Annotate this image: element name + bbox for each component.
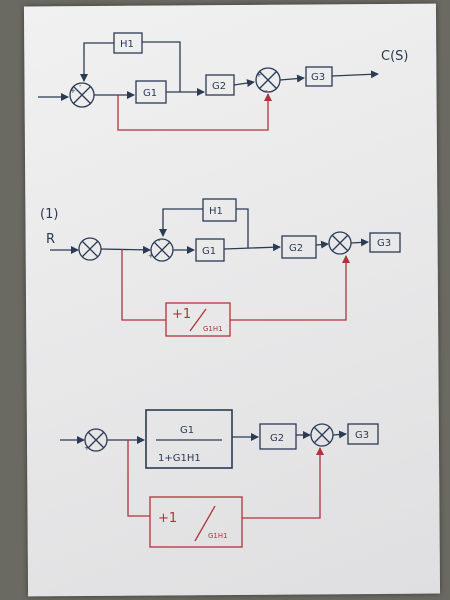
d1-output-label: C(S) (381, 49, 408, 64)
d2-label-g3: G3 (377, 238, 391, 249)
d2-feedforward-denominator: G1H1 (203, 325, 223, 333)
d2-summing-junction-3 (328, 231, 352, 255)
d1-sign-plus-2: + (256, 71, 262, 79)
d2-red-branch (121, 249, 166, 321)
d3-combined-block (145, 409, 233, 469)
d2-input-label: R (46, 232, 55, 247)
d3-block-g2 (259, 423, 297, 450)
d1-sign-minus-1: - (79, 82, 82, 90)
d3-combined-denominator: 1+G1H1 (158, 453, 201, 464)
d1-label-g3: G3 (311, 72, 325, 83)
d1-sign-minus-2: - (265, 87, 268, 95)
d2-block-g3 (369, 232, 401, 253)
d1-label-g1: G1 (143, 88, 157, 99)
d3-combined-numerator: G1 (180, 425, 194, 436)
d2-block-g2 (281, 235, 317, 259)
d2-label-g1: G1 (202, 246, 216, 257)
d1-red-loop (117, 93, 272, 131)
d1-output-arrow (331, 70, 379, 79)
d1-label-g2: G2 (212, 81, 226, 92)
diagram-1: H1 G1 G2 G3 + - + - C(S) (38, 32, 408, 131)
d1-sign-plus-1: + (70, 87, 76, 95)
diagram-2: (1) R H1 G1 G2 G3 + - +1 G1H1 (40, 198, 401, 337)
d3-feedforward-sign: +1 (158, 511, 177, 526)
d3-block-g3 (347, 423, 379, 445)
d1-label-h1: H1 (120, 39, 134, 50)
d3-sign-plus: + (84, 444, 90, 452)
d1-block-g3 (305, 66, 333, 87)
d3-feedforward-block (149, 496, 243, 548)
d2-sign-minus: - (158, 237, 161, 245)
d2-feedforward-sign: +1 (172, 307, 191, 322)
d2-block-g1 (195, 238, 225, 262)
d2-label-h1: H1 (209, 206, 223, 217)
d2-label-g2: G2 (289, 243, 303, 254)
d3-red-branch (127, 440, 150, 517)
d3-label-g2: G2 (270, 433, 284, 444)
d2-sign-plus: + (148, 252, 154, 260)
d2-summing-junction-2 (150, 238, 174, 262)
d3-summing-junction-2 (310, 423, 334, 447)
d2-block-h1 (202, 198, 237, 222)
d3-feedforward-denominator: G1H1 (208, 532, 228, 540)
d3-label-g3: G3 (355, 430, 369, 441)
d2-summing-junction-1 (78, 237, 102, 261)
d2-step-label: (1) (40, 207, 58, 222)
diagram-3: G1 1+G1H1 G2 G3 + +1 G1H1 (60, 409, 379, 548)
